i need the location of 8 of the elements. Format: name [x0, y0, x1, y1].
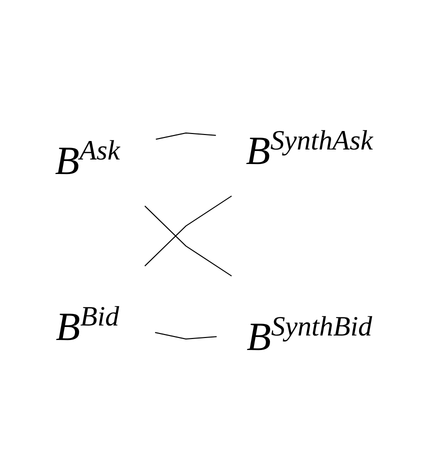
node-text: B$^{SynthAsk}$ [245, 126, 372, 173]
connector [144, 206, 232, 276]
node-text: B$^{Ask}$ [54, 136, 120, 183]
connector [154, 132, 216, 140]
node-text: B$^{Bid}$ [55, 302, 119, 349]
connector [144, 196, 232, 266]
connector [154, 332, 217, 340]
node-text: B$^{SynthBid}$ [246, 312, 372, 359]
